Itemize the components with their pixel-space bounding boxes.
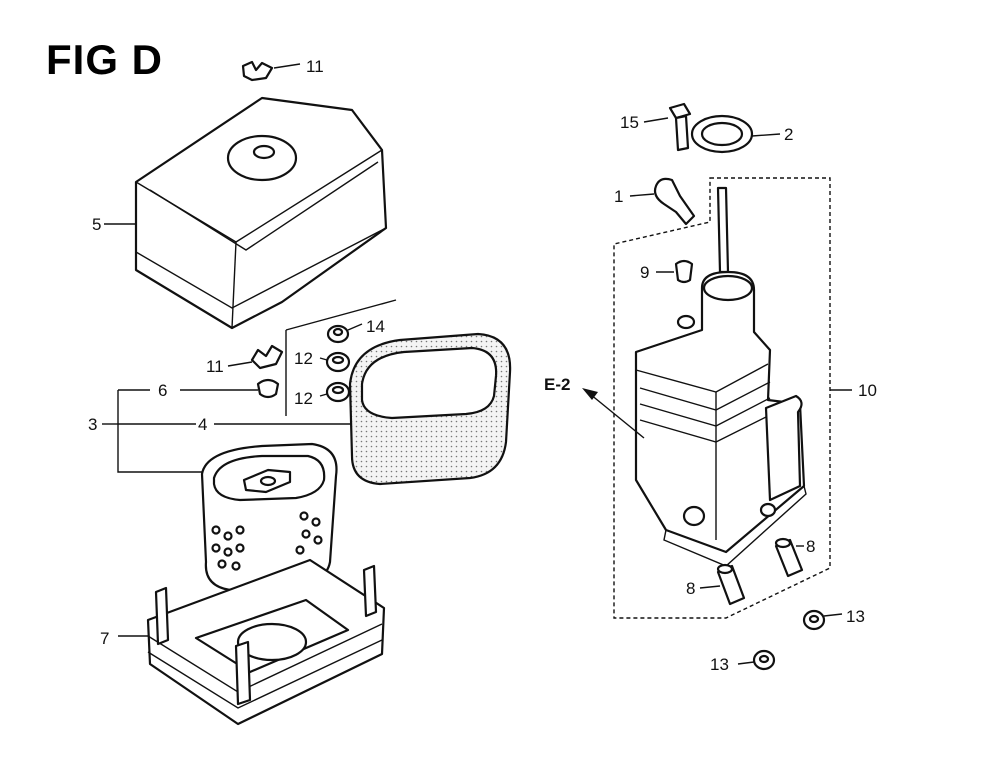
callout-1: 1 (614, 187, 623, 206)
paper-filter-element[interactable] (200, 442, 338, 592)
callout-13-left: 13 (710, 655, 729, 674)
reference-label: E-2 (544, 375, 570, 394)
callout-8-left: 8 (686, 579, 695, 598)
nut-13-left[interactable] (737, 649, 776, 671)
callout-10: 10 (858, 381, 877, 400)
wing-nut-lower[interactable] (227, 344, 284, 370)
callout-14: 14 (366, 317, 385, 336)
pin-left[interactable] (699, 563, 746, 606)
breather-clamp[interactable] (629, 177, 696, 226)
pin-right[interactable] (774, 537, 804, 578)
grommet[interactable] (180, 378, 280, 399)
figure-title: FIG D (46, 36, 163, 83)
flange-bolt[interactable] (643, 102, 692, 152)
callout-8-right: 8 (806, 537, 815, 556)
callout-5: 5 (92, 215, 101, 234)
callout-12-upper: 12 (294, 349, 313, 368)
callout-15: 15 (620, 113, 639, 132)
callout-7: 7 (100, 629, 109, 648)
callout-11-lower: 11 (206, 357, 224, 376)
callout-11-top: 11 (306, 57, 324, 76)
nut-lower[interactable] (319, 381, 351, 403)
leader-bracket-3 (117, 390, 204, 473)
callout-4: 4 (198, 415, 207, 434)
elbow-assembly-outline (613, 177, 831, 619)
divider-line (285, 299, 397, 331)
callout-6: 6 (158, 381, 167, 400)
air-cleaner-elbow[interactable] (634, 186, 807, 567)
nut-upper[interactable] (319, 351, 351, 373)
nut-13-right[interactable] (802, 609, 843, 631)
wing-nut-top[interactable] (241, 60, 301, 82)
filter-mesh (211, 511, 323, 571)
callout-3: 3 (88, 415, 97, 434)
gasket-ring[interactable] (690, 114, 781, 154)
callout-2: 2 (784, 125, 793, 144)
air-cleaner-cover[interactable] (104, 96, 388, 330)
air-cleaner-base[interactable] (118, 558, 386, 726)
callout-12-lower: 12 (294, 389, 313, 408)
callout-13-right: 13 (846, 607, 865, 626)
foam-filter-element[interactable] (348, 332, 512, 486)
breather-cap[interactable] (656, 259, 694, 284)
reference-arrow (582, 388, 645, 439)
callout-9: 9 (640, 263, 649, 282)
flange-nut[interactable] (326, 323, 363, 344)
